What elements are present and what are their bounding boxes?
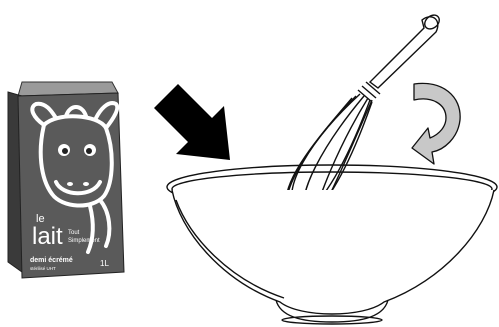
carton-variety: demi écrémé — [30, 257, 73, 264]
carton-subtext: stérilisé UHT — [30, 266, 56, 271]
down-right-arrow-icon — [154, 84, 230, 160]
curved-rotation-arrow-icon — [412, 83, 460, 164]
mixing-bowl-body — [172, 190, 494, 324]
carton-tagline-1: Tout — [68, 230, 80, 236]
carton-tagline-2: Simplement — [68, 238, 100, 244]
milk-carton-icon: le lait Tout Simplement demi écrémé stér… — [8, 82, 124, 278]
carton-volume: 1L — [100, 259, 109, 268]
carton-brand-large: lait — [32, 223, 63, 250]
